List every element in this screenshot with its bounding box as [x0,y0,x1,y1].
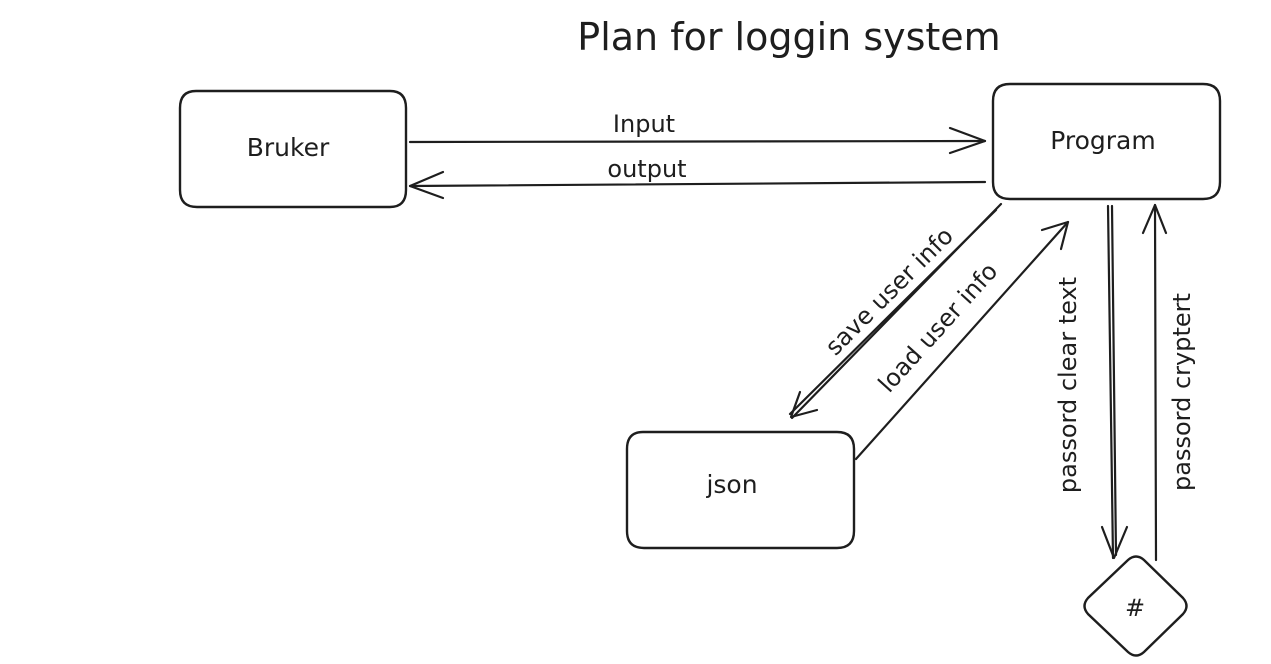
edge-input-label: Input [613,110,675,138]
edge-load-user-info-arrow [854,220,1070,461]
edge-output-label: output [607,155,686,183]
node-bruker[interactable]: Bruker [178,89,408,209]
edge-input-arrow [408,126,987,155]
node-json[interactable]: json [625,430,856,550]
node-hash-label: # [1125,594,1145,622]
edge-save-user-info-arrow [788,202,1003,420]
edge-passord-cryptert-arrow [1141,203,1168,562]
node-json-label: json [705,470,757,499]
edge-output-arrow [408,170,987,200]
diagram-title: Plan for loggin system [577,15,1000,59]
node-program-label: Program [1050,126,1155,155]
node-hash[interactable]: # [1083,555,1188,657]
node-bruker-label: Bruker [247,133,330,162]
edge-passord-cryptert-label: passord cryptert [1168,293,1196,491]
edge-passord-clear-text-label: passord clear text [1054,277,1082,493]
edge-passord-clear-text-arrow [1100,204,1129,560]
node-program[interactable]: Program [991,82,1222,201]
